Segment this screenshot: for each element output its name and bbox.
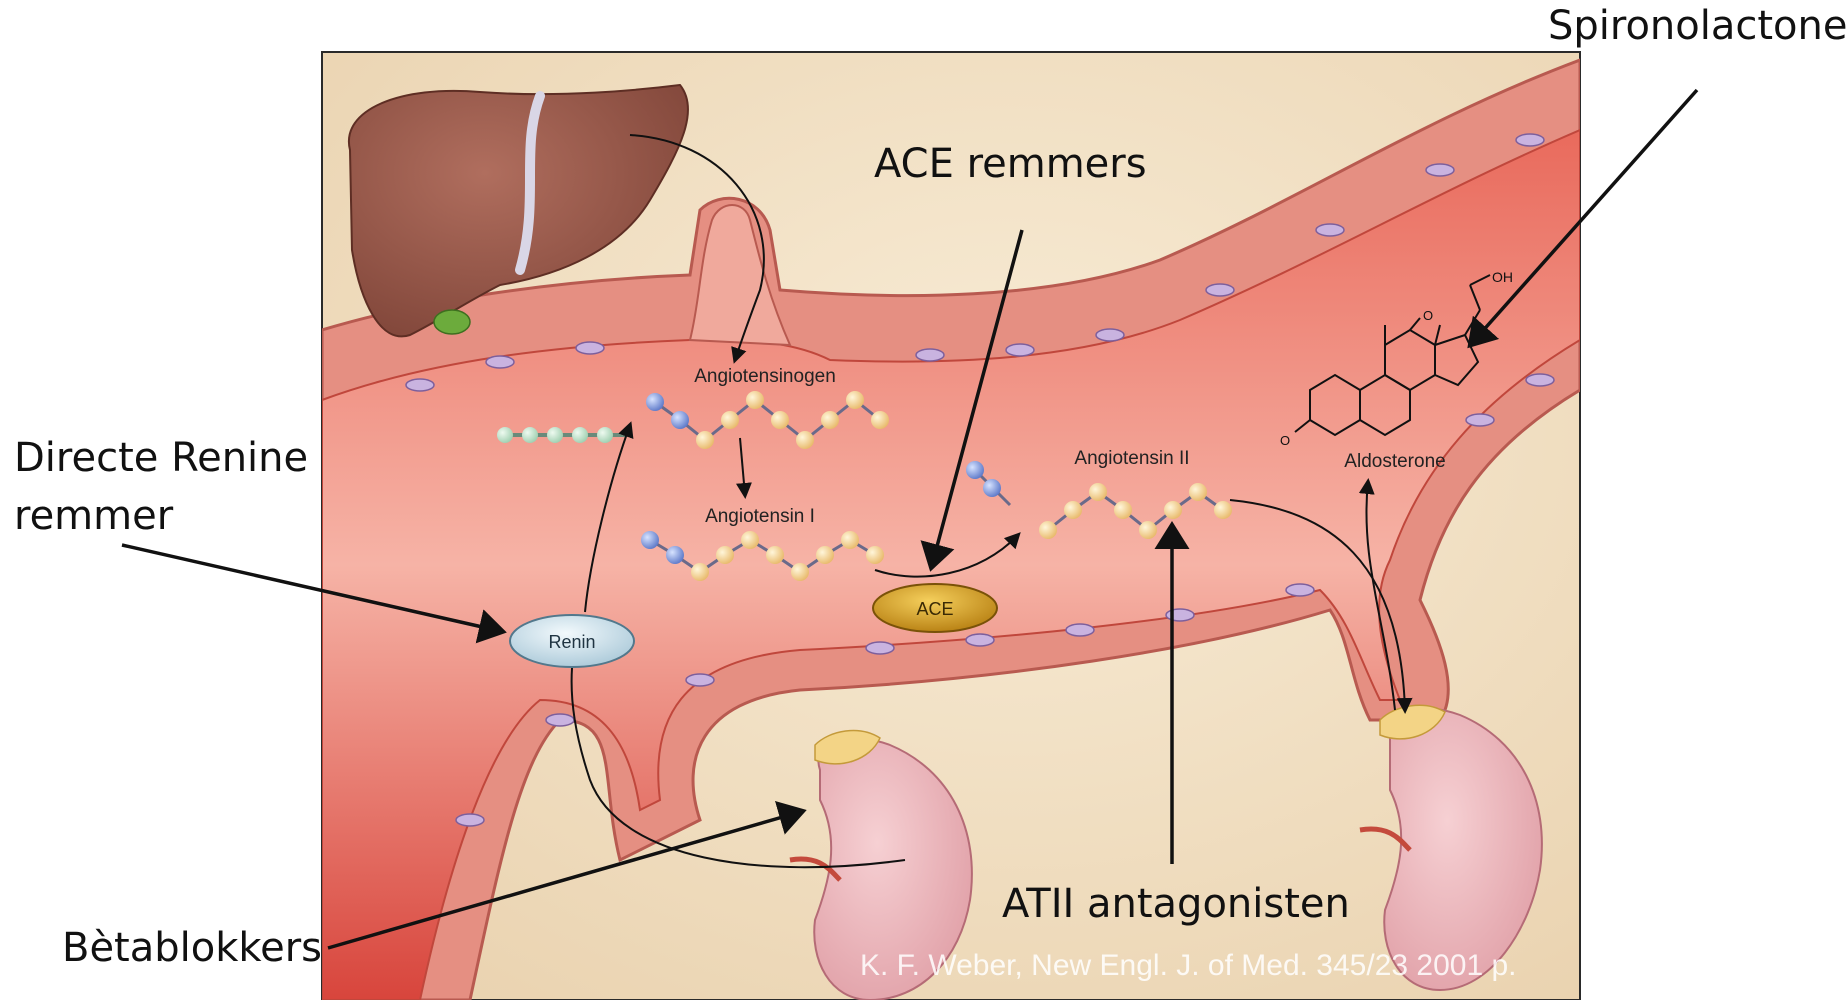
renin-enzyme: Renin (510, 615, 634, 667)
aldosterone-label: Aldosterone (1344, 451, 1445, 472)
angiotensin-ii-label: Angiotensin II (1074, 448, 1189, 469)
angiotensin-i-label: Angiotensin I (705, 506, 815, 527)
ace-enzyme-label: ACE (916, 599, 953, 619)
aldosterone-o-label: O (1423, 308, 1433, 323)
citation: K. F. Weber, New Engl. J. of Med. 345/23… (860, 949, 1516, 982)
ace-enzyme: ACE (873, 584, 997, 632)
ace-remmers-label: ACE remmers (874, 140, 1147, 189)
aldosterone-oh-label: OH (1492, 269, 1513, 285)
spironolactone-label: Spironolactone (1548, 2, 1847, 51)
renin-enzyme-label: Renin (548, 632, 595, 652)
atii-antagonisten-label: ATII antagonisten (1002, 880, 1350, 929)
aldosterone-ketone-label: O (1280, 433, 1290, 448)
directe-renine-label: Directe Renine (14, 434, 308, 483)
directe-renine-label-line-2: remmer (14, 492, 173, 541)
betablokkers-label: Bètablokkers (62, 924, 322, 973)
angiotensinogen-label: Angiotensinogen (694, 366, 836, 387)
